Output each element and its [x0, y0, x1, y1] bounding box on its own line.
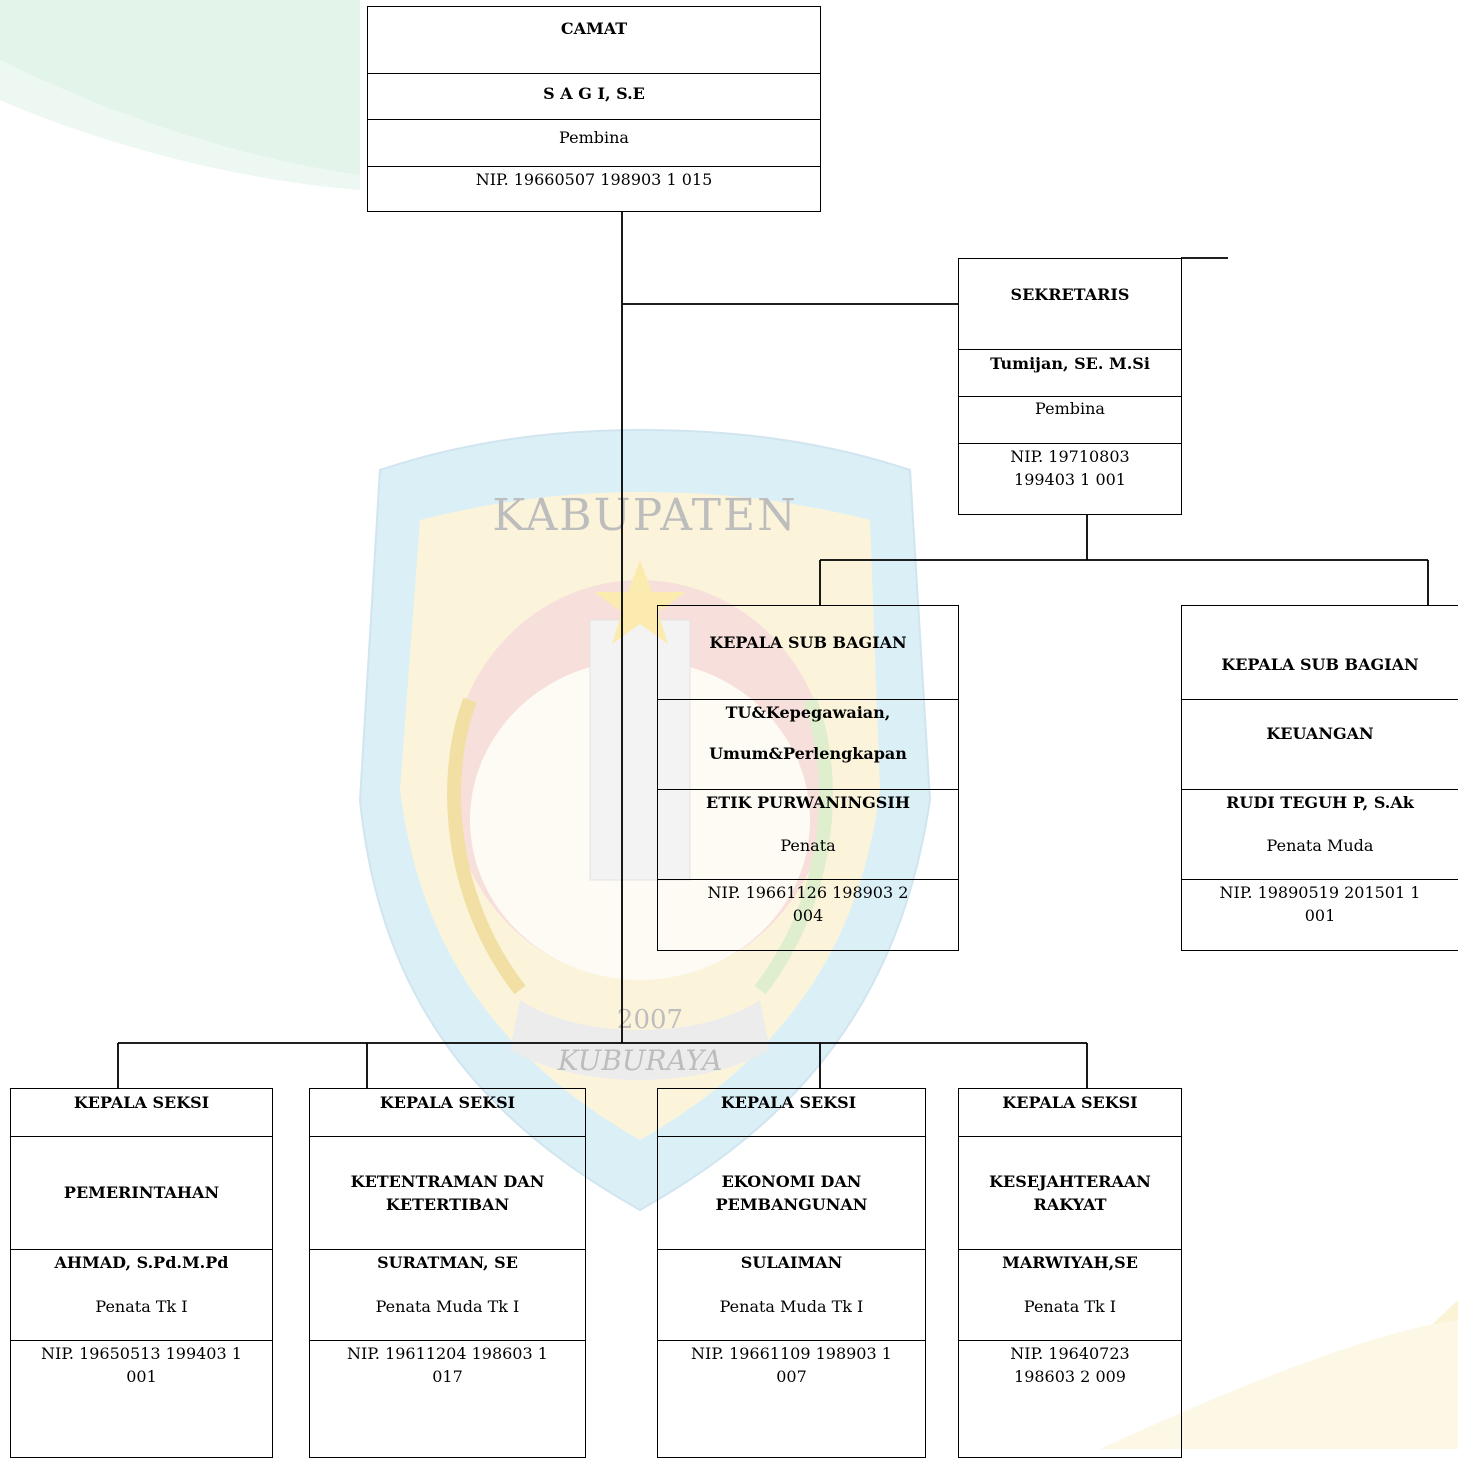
green-swoosh-decoration: [0, 0, 360, 175]
subbag-tu-box: KEPALA SUB BAGIAN TU&Kepegawaian, Umum&P…: [657, 605, 959, 951]
sekretaris-title: SEKRETARIS: [1010, 285, 1130, 304]
sekretaris-nip-line1: NIP. 19710803: [1010, 447, 1130, 466]
camat-nip: NIP. 19660507 198903 1 015: [475, 170, 713, 189]
seksi-4-nip-line1: NIP. 19640723: [1010, 1344, 1130, 1363]
seksi-2-rank: Penata Muda Tk I: [375, 1297, 520, 1316]
yellow-corner-decoration: [1300, 1300, 1458, 1449]
seksi-2-title: KEPALA SEKSI: [379, 1093, 516, 1112]
seksi-pemerintahan-box: KEPALA SEKSI PEMERINTAHAN AHMAD, S.Pd.M.…: [10, 1088, 273, 1458]
subbag-keu-unit: KEUANGAN: [1266, 724, 1374, 743]
sekretaris-name: Tumijan, SE. M.Si: [990, 354, 1150, 373]
subbag-tu-unit-line2: Umum&Perlengkapan: [709, 744, 907, 763]
seksi-kesejahteraan-box: KEPALA SEKSI KESEJAHTERAAN RAKYAT MARWIY…: [958, 1088, 1182, 1458]
seksi-ekonomi-box: KEPALA SEKSI EKONOMI DAN PEMBANGUNAN SUL…: [657, 1088, 926, 1458]
seksi-2-unit: KETENTRAMAN DAN KETERTIBAN: [310, 1136, 585, 1249]
seksi-4-unit-line2: RAKYAT: [1033, 1194, 1107, 1214]
seksi-4-unit: KESEJAHTERAAN RAKYAT: [959, 1136, 1181, 1249]
subbag-keu-title: KEPALA SUB BAGIAN: [1221, 655, 1419, 674]
subbag-keu-nip-line2: 001: [1304, 906, 1336, 925]
subbag-keu-box: KEPALA SUB BAGIAN KEUANGAN RUDI TEGUH P,…: [1181, 605, 1458, 951]
seksi-4-unit-line1: KESEJAHTERAAN: [989, 1171, 1151, 1191]
seksi-1-unit: PEMERINTAHAN: [11, 1136, 272, 1249]
seksi-3-name: SULAIMAN: [740, 1253, 843, 1272]
seksi-1-unit-line1: PEMERINTAHAN: [63, 1183, 220, 1202]
camat-rank: Pembina: [559, 128, 629, 147]
seksi-3-nip-line2: 007: [776, 1367, 807, 1386]
seksi-4-nip-line2: 198603 2 009: [1014, 1367, 1126, 1386]
watermark-kuburaya-text: KUBURAYA: [557, 1044, 722, 1077]
seksi-2-nip-line1: NIP. 19611204 198603 1: [347, 1344, 548, 1363]
seksi-4-title: KEPALA SEKSI: [1002, 1093, 1138, 1112]
camat-name: S A G I, S.E: [543, 84, 645, 103]
seksi-1-nip-line1: NIP. 19650513 199403 1: [41, 1344, 242, 1363]
subbag-keu-name: RUDI TEGUH P, S.Ak: [1226, 793, 1414, 812]
subbag-tu-unit: TU&Kepegawaian, Umum&Perlengkapan: [658, 699, 958, 789]
subbag-keu-rank: Penata Muda: [1266, 836, 1374, 855]
subbag-keu-nip-line1: NIP. 19890519 201501 1: [1219, 883, 1421, 902]
seksi-4-rank: Penata Tk I: [1023, 1297, 1117, 1316]
seksi-1-rank: Penata Tk I: [95, 1297, 188, 1316]
subbag-tu-nip: NIP. 19661126 198903 2 004: [658, 879, 958, 949]
seksi-3-unit: EKONOMI DAN PEMBANGUNAN: [658, 1136, 925, 1249]
seksi-3-unit-line2: PEMBANGUNAN: [715, 1194, 868, 1214]
camat-box: CAMAT S A G I, S.E Pembina NIP. 19660507…: [367, 6, 821, 212]
seksi-1-name: AHMAD, S.Pd.M.Pd: [54, 1253, 229, 1272]
seksi-ketentraman-box: KEPALA SEKSI KETENTRAMAN DAN KETERTIBAN …: [309, 1088, 586, 1458]
seksi-2-unit-line2: KETERTIBAN: [385, 1194, 510, 1214]
seksi-2-nip-line2: 017: [432, 1367, 463, 1386]
seksi-2-name: SURATMAN, SE: [377, 1253, 518, 1272]
sekretaris-box: SEKRETARIS Tumijan, SE. M.Si Pembina NIP…: [958, 258, 1182, 515]
sekretaris-rank: Pembina: [1035, 399, 1105, 418]
seksi-2-nip: NIP. 19611204 198603 1 017: [310, 1340, 585, 1410]
subbag-tu-name: ETIK PURWANINGSIH: [706, 793, 910, 812]
seksi-1-title: KEPALA SEKSI: [73, 1093, 210, 1112]
subbag-tu-rank: Penata: [780, 836, 836, 855]
seksi-4-name: MARWIYAH,SE: [1002, 1253, 1138, 1272]
sekretaris-nip-line2: 199403 1 001: [1014, 470, 1126, 489]
seksi-1-nip: NIP. 19650513 199403 1 001: [11, 1340, 272, 1410]
watermark-year-text: 2007: [617, 1005, 683, 1035]
seksi-3-unit-line1: EKONOMI DAN: [721, 1171, 862, 1191]
camat-title: CAMAT: [560, 19, 628, 38]
seksi-2-unit-line1: KETENTRAMAN DAN: [350, 1171, 545, 1191]
seksi-3-rank: Penata Muda Tk I: [719, 1297, 864, 1316]
seksi-3-nip: NIP. 19661109 198903 1 007: [658, 1340, 925, 1410]
subbag-keu-nip: NIP. 19890519 201501 1 001: [1182, 879, 1458, 949]
subbag-tu-title: KEPALA SUB BAGIAN: [709, 633, 907, 652]
subbag-tu-nip-line1: NIP. 19661126 198903 2: [707, 883, 909, 902]
seksi-1-nip-line2: 001: [126, 1367, 157, 1386]
sekretaris-nip: NIP. 19710803 199403 1 001: [959, 443, 1181, 513]
seksi-4-nip: NIP. 19640723 198603 2 009: [959, 1340, 1181, 1410]
watermark-kabupaten-text: KABUPATEN: [492, 490, 797, 541]
subbag-tu-nip-line2: 004: [792, 906, 824, 925]
seksi-3-title: KEPALA SEKSI: [720, 1093, 857, 1112]
seksi-3-nip-line1: NIP. 19661109 198903 1: [691, 1344, 892, 1363]
subbag-tu-unit-line1: TU&Kepegawaian,: [725, 703, 891, 722]
